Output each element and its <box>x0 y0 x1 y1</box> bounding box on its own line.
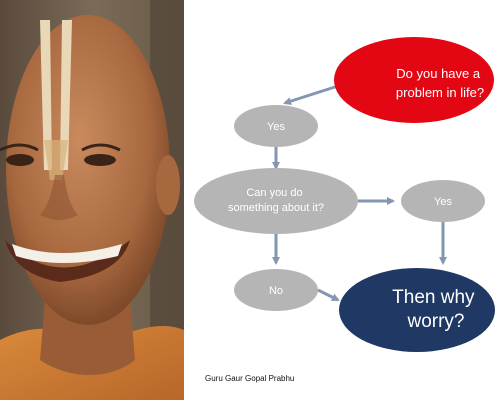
node-action-question <box>194 168 358 234</box>
node-yes-1 <box>234 105 318 147</box>
portrait-illustration <box>0 0 184 400</box>
portrait-photo <box>0 0 184 400</box>
label-problem-question: Do you have a problem in life? <box>396 66 484 100</box>
photo-caption: Guru Gaur Gopal Prabhu <box>205 374 295 383</box>
edge-no-to-conclusion <box>317 288 340 302</box>
label-conclusion: Then why worry? <box>392 287 480 332</box>
flowchart-edges <box>272 84 447 302</box>
flowchart-canvas: Do you have a problem in life? Yes Can y… <box>194 37 495 352</box>
node-conclusion <box>339 268 495 352</box>
label-no: No <box>269 285 283 297</box>
flowchart: Do you have a problem in life? Yes Can y… <box>184 0 495 400</box>
node-problem-question <box>334 37 494 123</box>
label-yes-1: Yes <box>267 121 285 133</box>
node-no <box>234 269 318 311</box>
edge-problem-to-yes <box>283 84 339 105</box>
node-yes-2 <box>401 180 485 222</box>
label-yes-2: Yes <box>434 196 452 208</box>
label-action-question: Can you do something about it? <box>228 187 324 214</box>
